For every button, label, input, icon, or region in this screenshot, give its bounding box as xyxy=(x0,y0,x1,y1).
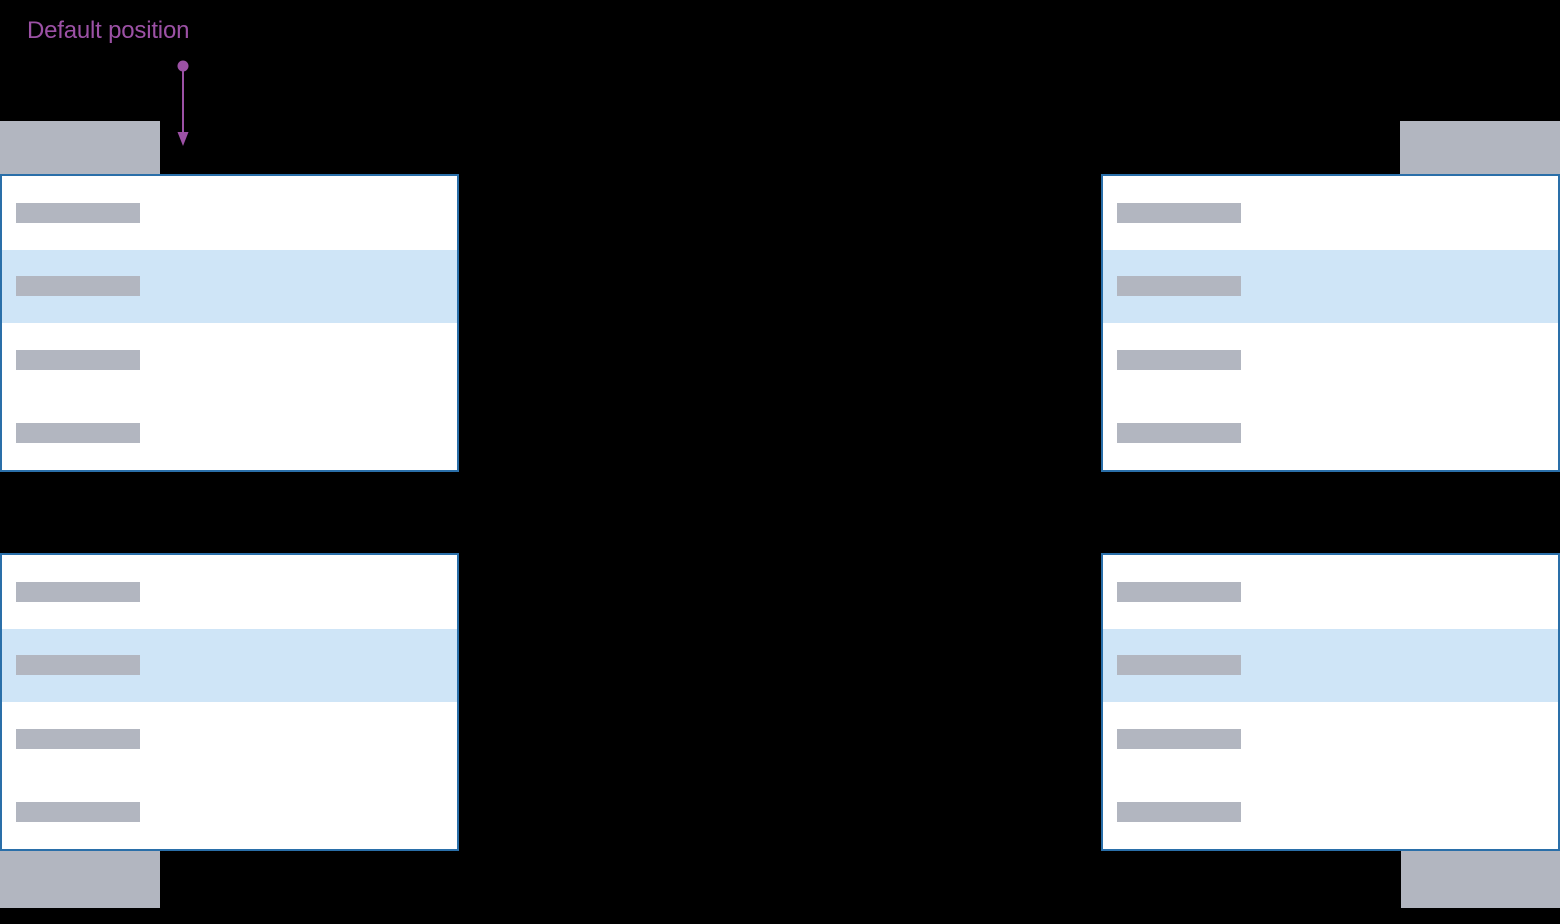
menu-item-row-selected[interactable] xyxy=(1103,628,1558,702)
menu-item-row[interactable] xyxy=(1103,397,1558,471)
dropdown-trigger[interactable] xyxy=(1401,851,1560,908)
dropdown-panel xyxy=(1101,553,1560,851)
placeholder-text-bar xyxy=(16,581,140,602)
placeholder-text-bar xyxy=(16,655,140,676)
placeholder-text-bar xyxy=(16,276,140,297)
menu-item-row[interactable] xyxy=(1103,776,1558,850)
dropdown-trigger[interactable] xyxy=(1400,121,1560,174)
placeholder-text-bar xyxy=(16,202,140,223)
placeholder-text-bar xyxy=(1117,802,1241,823)
menu-item-row[interactable] xyxy=(1103,323,1558,397)
menu-item-row-selected[interactable] xyxy=(1103,249,1558,323)
annotation-down-arrow-icon xyxy=(177,60,189,146)
placeholder-text-bar xyxy=(16,802,140,823)
menu-item-row[interactable] xyxy=(1103,555,1558,629)
placeholder-text-bar xyxy=(1117,276,1241,297)
placeholder-text-bar xyxy=(1117,423,1241,444)
menu-item-row-selected[interactable] xyxy=(2,628,457,702)
menu-item-row[interactable] xyxy=(2,776,457,850)
menu-item-row[interactable] xyxy=(2,176,457,250)
placeholder-text-bar xyxy=(1117,349,1241,370)
menu-item-row[interactable] xyxy=(2,555,457,629)
menu-item-row-selected[interactable] xyxy=(2,249,457,323)
menu-item-row[interactable] xyxy=(2,702,457,776)
dropdown-panel xyxy=(0,174,459,472)
placeholder-text-bar xyxy=(1117,728,1241,749)
menu-item-row[interactable] xyxy=(2,397,457,471)
placeholder-text-bar xyxy=(16,349,140,370)
menu-item-row[interactable] xyxy=(1103,176,1558,250)
placeholder-text-bar xyxy=(16,728,140,749)
dropdown-panel xyxy=(0,553,459,851)
dropdown-panel xyxy=(1101,174,1560,472)
dropdown-trigger[interactable] xyxy=(0,121,160,174)
placeholder-text-bar xyxy=(1117,202,1241,223)
dropdown-trigger[interactable] xyxy=(0,851,160,908)
menu-item-row[interactable] xyxy=(1103,702,1558,776)
annotation-label: Default position xyxy=(27,17,190,44)
placeholder-text-bar xyxy=(16,423,140,444)
menu-item-row[interactable] xyxy=(2,323,457,397)
placeholder-text-bar xyxy=(1117,581,1241,602)
placeholder-text-bar xyxy=(1117,655,1241,676)
